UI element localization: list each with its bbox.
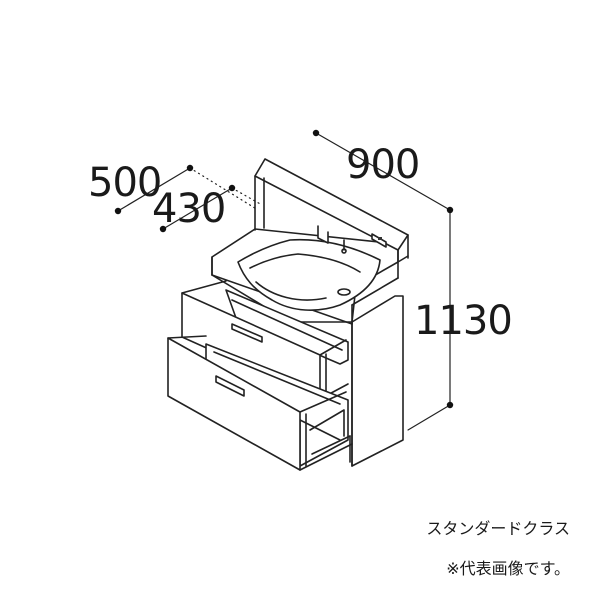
sink-basin <box>237 238 381 311</box>
cabinet-side-panel <box>351 295 404 467</box>
backsplash-shelf <box>254 158 409 263</box>
kickboard <box>311 435 351 463</box>
faucet <box>317 225 347 254</box>
dimension-endpoints <box>114 129 454 409</box>
dim-height: 1130 <box>414 298 512 344</box>
dimension-lines <box>117 132 451 431</box>
shelf-accessory <box>371 233 387 248</box>
grade-caption: スタンダードクラス <box>426 519 570 538</box>
dim-depth-outer: 500 <box>88 160 161 206</box>
dim-depth-inner: 430 <box>152 186 225 232</box>
representative-image-note: ※代表画像です。 <box>446 559 570 578</box>
lower-drawer <box>167 335 353 471</box>
dim-width: 900 <box>346 142 419 188</box>
